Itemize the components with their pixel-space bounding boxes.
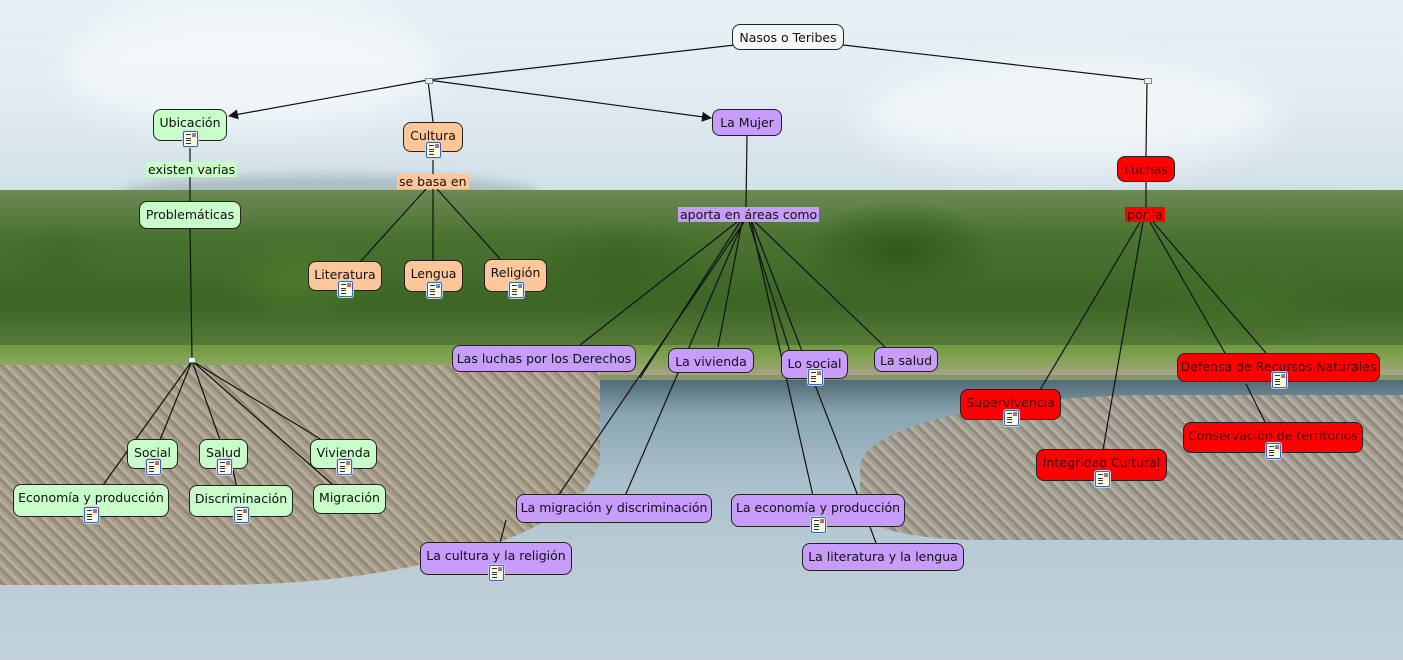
concept-label: Vivienda — [316, 445, 371, 460]
concept-cultura[interactable]: Cultura — [403, 122, 463, 158]
concept-lo-social[interactable]: Lo social — [781, 350, 848, 385]
document-resource-icon[interactable] — [426, 282, 442, 298]
cloud — [60, 10, 440, 130]
concept-label: Economía y producción — [18, 490, 164, 505]
concept-label: Supervivencia — [966, 395, 1055, 410]
concept-la-mujer[interactable]: La Mujer — [712, 109, 782, 136]
concept-label: Discriminación — [194, 491, 288, 506]
concept-economia-produccion[interactable]: Economía y producción — [13, 484, 169, 523]
concept-integridad-cultural[interactable]: Integridad Cultural — [1036, 449, 1167, 487]
concept-label: Religión — [490, 265, 541, 280]
concept-economia-produccion-mujer[interactable]: La economía y producción — [731, 494, 905, 533]
linking-phrase-existen-varias[interactable]: existen varias — [146, 162, 238, 177]
document-resource-icon[interactable] — [338, 281, 353, 297]
concept-defensa-recursos[interactable]: Defensa de Recursos Naturales — [1177, 353, 1380, 388]
concept-label: La migración y discriminación — [520, 500, 708, 515]
concept-luchas[interactable]: Luchas — [1117, 156, 1175, 182]
document-resource-icon[interactable] — [426, 142, 441, 158]
concept-la-vivienda[interactable]: La vivienda — [668, 348, 754, 373]
concept-salud[interactable]: Salud — [199, 439, 248, 475]
concept-migracion-discriminacion[interactable]: La migración y discriminación — [516, 494, 712, 523]
concept-root[interactable]: Nasos o Teribes — [732, 24, 844, 50]
concept-problematicas[interactable]: Problemáticas — [139, 201, 241, 229]
concept-label: La Mujer — [720, 115, 774, 130]
concept-label: Las luchas por los Derechos — [456, 351, 632, 366]
concept-label: Nasos o Teribes — [739, 30, 837, 45]
document-resource-icon[interactable] — [145, 459, 161, 475]
concept-label: Migración — [319, 490, 380, 505]
concept-label: Conservación de territorios — [1188, 428, 1358, 443]
concept-supervivencia[interactable]: Supervivencia — [960, 389, 1061, 426]
document-resource-icon[interactable] — [216, 459, 232, 475]
concept-label: La economía y producción — [735, 500, 901, 515]
concept-label: Lengua — [410, 266, 457, 281]
document-resource-icon[interactable] — [84, 507, 99, 523]
concept-cultura-religion[interactable]: La cultura y la religión — [420, 542, 572, 581]
document-resource-icon[interactable] — [1003, 410, 1019, 426]
concept-religion[interactable]: Religión — [484, 259, 547, 298]
concept-label: Social — [133, 445, 172, 460]
link-junction — [188, 357, 196, 363]
concept-la-salud[interactable]: La salud — [874, 347, 938, 372]
document-resource-icon[interactable] — [234, 507, 249, 523]
document-resource-icon[interactable] — [811, 517, 826, 533]
document-resource-icon[interactable] — [807, 369, 823, 385]
linking-phrase-se-basa-en[interactable]: se basa en — [397, 174, 469, 189]
concept-label: La literatura y la lengua — [808, 549, 958, 564]
concept-luchas-derechos[interactable]: Las luchas por los Derechos — [452, 345, 636, 372]
concept-label: Literatura — [314, 267, 376, 282]
concept-label: Lo social — [787, 356, 842, 371]
link-junction — [1144, 78, 1152, 84]
concept-lengua[interactable]: Lengua — [404, 260, 463, 298]
linking-phrase-aporta-en-areas-como[interactable]: aporta en áreas como — [678, 207, 820, 222]
document-resource-icon[interactable] — [1094, 471, 1110, 487]
document-resource-icon[interactable] — [1271, 372, 1287, 388]
concept-literatura-lengua[interactable]: La literatura y la lengua — [802, 543, 964, 571]
document-resource-icon[interactable] — [336, 459, 352, 475]
cloud — [860, 60, 1280, 170]
concept-label: La salud — [879, 353, 933, 368]
linking-phrase-por-la[interactable]: por la — [1125, 207, 1165, 222]
concept-label: Salud — [206, 445, 241, 460]
concept-label: Cultura — [410, 128, 456, 143]
concept-label: Problemáticas — [145, 207, 235, 222]
concept-ubicacion[interactable]: Ubicación — [153, 109, 227, 147]
concept-label: La vivienda — [675, 354, 747, 369]
concept-vivienda[interactable]: Vivienda — [310, 439, 377, 475]
document-resource-icon[interactable] — [489, 565, 504, 581]
concept-label: Luchas — [1124, 162, 1168, 177]
concept-literatura[interactable]: Literatura — [308, 261, 382, 297]
concept-label: Ubicación — [159, 115, 221, 130]
concept-migracion[interactable]: Migración — [313, 484, 386, 514]
link-junction — [425, 78, 433, 84]
concept-label: Integridad Cultural — [1042, 455, 1161, 470]
concept-label: Defensa de Recursos Naturales — [1180, 359, 1377, 374]
concept-social[interactable]: Social — [127, 439, 178, 475]
concept-label: La cultura y la religión — [426, 548, 566, 563]
document-resource-icon[interactable] — [508, 282, 524, 298]
document-resource-icon[interactable] — [183, 131, 198, 147]
document-resource-icon[interactable] — [1266, 443, 1281, 459]
concept-discriminacion[interactable]: Discriminación — [189, 485, 293, 523]
concept-conservacion-territorios[interactable]: Conservación de territorios — [1183, 422, 1363, 459]
